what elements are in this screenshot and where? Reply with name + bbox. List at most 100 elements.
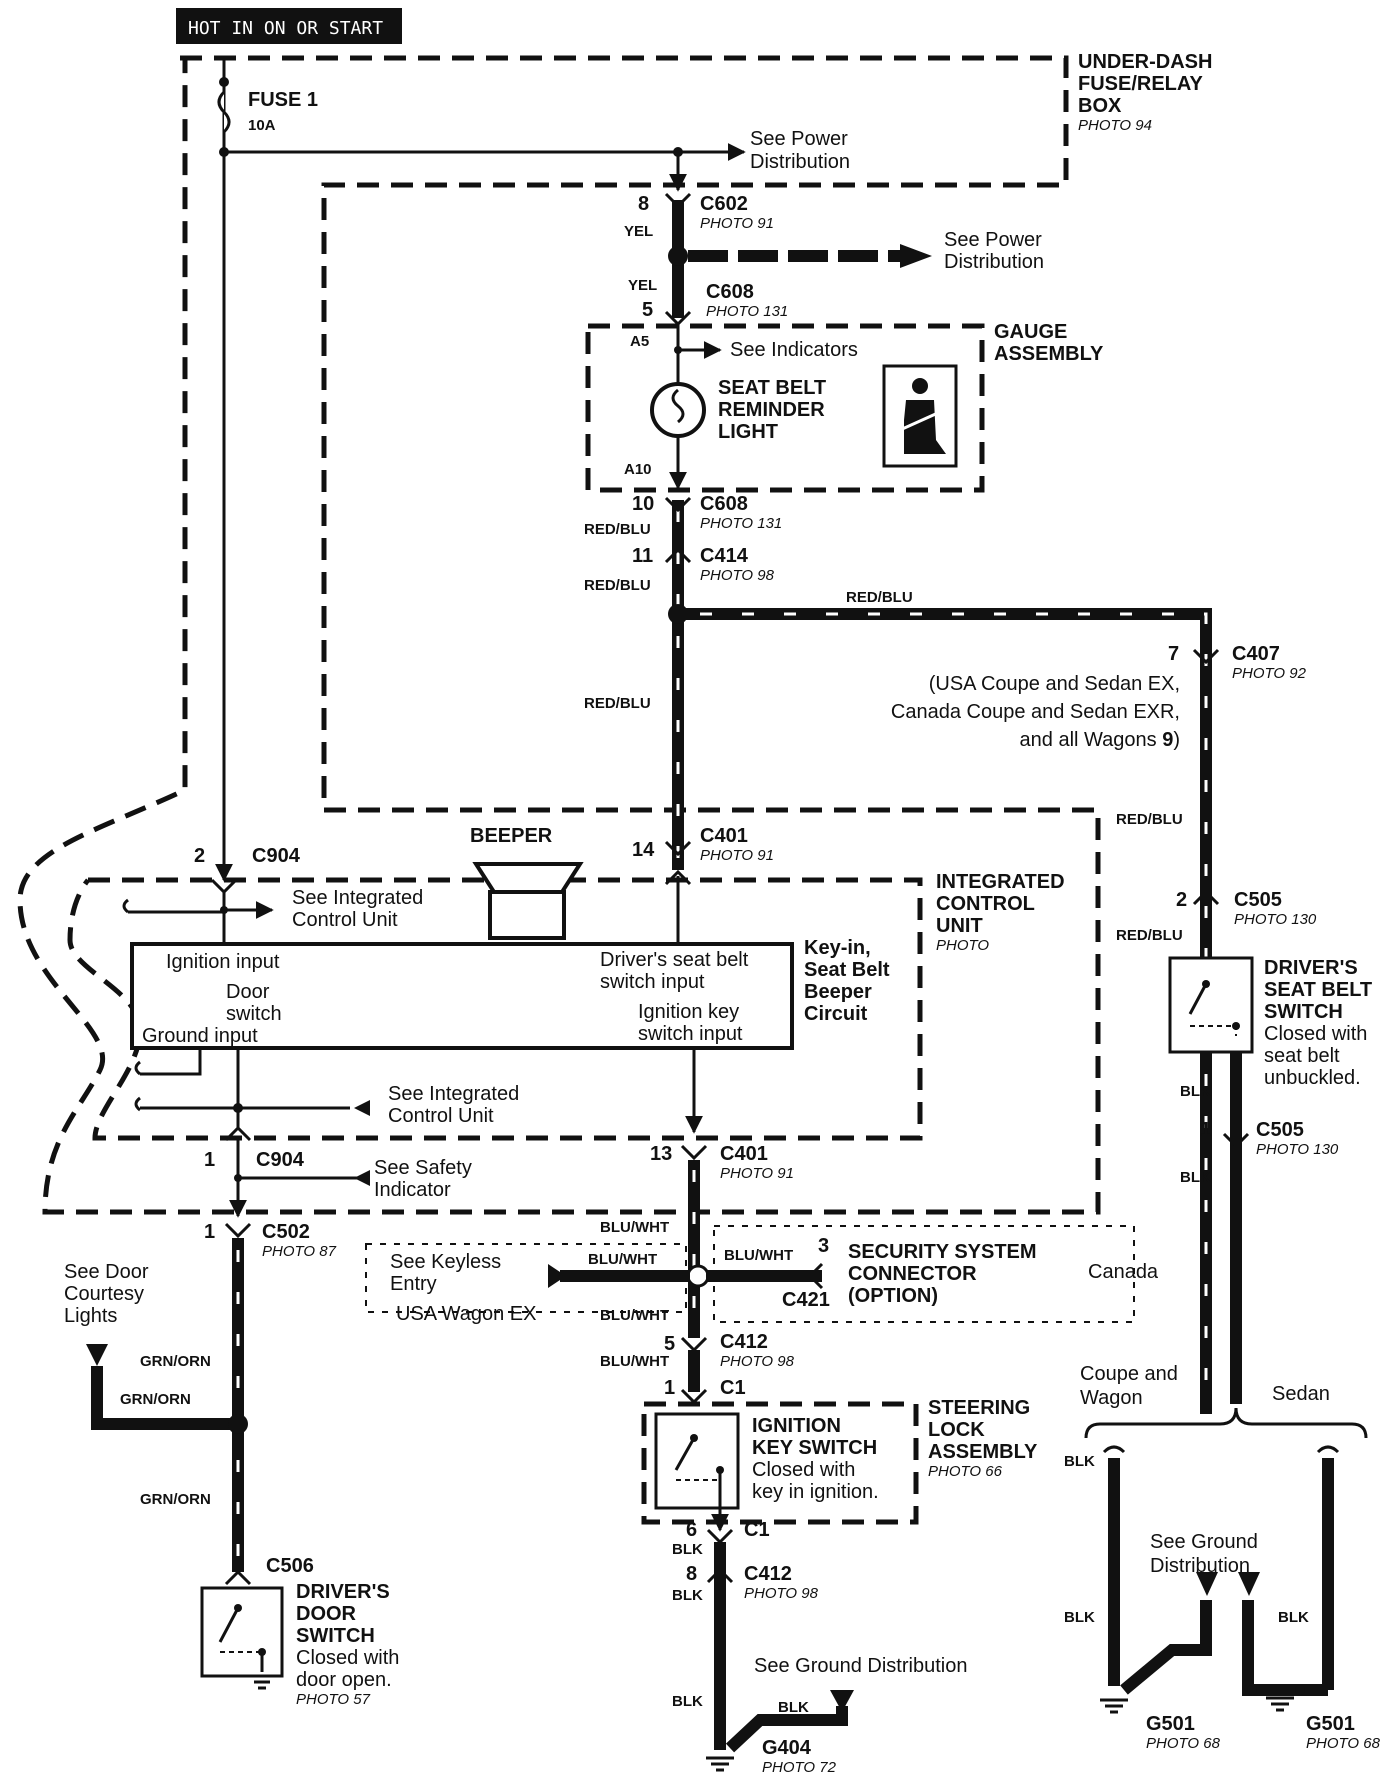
sedan-hook-icon [1316,1445,1340,1454]
yel-splice-node [668,246,688,266]
gauge-light-2: REMINDER [718,399,825,421]
c1b-connector-icon [706,1528,734,1545]
door-switch-d2: door open. [296,1669,392,1691]
fuse-box-title-3: BOX [1078,95,1122,117]
power-dist-3: See Power [944,229,1042,251]
grn-orn-splice-node [228,1414,248,1434]
icu-hook-3-icon [134,1096,141,1112]
c608a-wire: YEL [628,277,657,294]
g501b-ground-icon [1266,1696,1294,1712]
seat-switch-d2: seat belt [1264,1045,1340,1067]
c505b-pin: 1 [1200,1119,1211,1141]
coupe-hook-icon [1102,1445,1126,1454]
courtesy-wire [91,1366,238,1430]
door-switch-icon [200,1586,284,1690]
icu-photo: PHOTO [936,937,989,954]
steering-lock-outline [641,1401,919,1525]
door-courtesy-3: Lights [64,1305,117,1327]
red-blu-label-3: RED/BLU [1116,811,1183,828]
hot-label: HOT IN ON OR START [188,18,383,39]
c502-name: C502 [262,1221,310,1243]
c407-note-2: Canada Coupe and Sedan EXR, [891,701,1180,723]
c407-note-1: (USA Coupe and Sedan EX, [929,673,1180,695]
door-courtesy-1: See Door [64,1261,149,1283]
seat-switch-t1: DRIVER'S [1264,957,1358,979]
c502-connector-icon [224,1222,252,1239]
coupe-1: Coupe and [1080,1363,1178,1385]
gauge-pin-a5: A5 [630,333,649,350]
blu-wht-label-5: BLU/WHT [600,1353,669,1370]
c505b-photo: PHOTO 130 [1256,1141,1339,1158]
icu-see-2-arrow-icon [354,1100,370,1116]
blu-wht-label-2: BLU/WHT [588,1251,657,1268]
power-dist-4: Distribution [944,251,1044,273]
gauge-pin-a10: A10 [624,461,652,478]
icu-outline [67,877,923,1141]
c401a-arrow-icon [664,869,692,886]
fuse-box-photo: PHOTO 94 [1078,117,1152,134]
c412b-photo: PHOTO 98 [744,1585,819,1602]
ign-ground-link [725,1706,848,1753]
grn-orn-label-3: GRN/ORN [140,1491,211,1508]
gauge-light-1: SEAT BELT [718,377,826,399]
icu-key-2: switch input [638,1023,743,1045]
c1a-name: C1 [720,1377,746,1399]
icu-hook-1-icon [122,898,129,914]
seat-switch-d3: unbuckled. [1264,1067,1361,1089]
c1b-pin: 6 [686,1519,697,1541]
ground-dist2-2: Distribution [1150,1555,1250,1577]
seat-switch-t3: SWITCH [1264,1001,1343,1023]
c608b-connector-icon [664,496,692,513]
gauge-title-2: ASSEMBLY [994,343,1104,365]
gauge-see: See Indicators [730,339,858,361]
safety-arrow-icon [354,1170,370,1186]
c505a-pin: 2 [1176,889,1187,911]
fuse-name: FUSE 1 [248,89,318,111]
sedan-ground-node-2 [1295,1685,1305,1695]
icu-see-2b: Control Unit [388,1105,494,1127]
c506-name: C506 [266,1555,314,1577]
c608b-wire: RED/BLU [584,521,651,538]
ignition-d2: key in ignition. [752,1481,879,1503]
c505a-connector-icon [1192,889,1220,906]
door-courtesy-2: Courtesy [64,1283,144,1305]
icu-hook-2-wire [140,1048,202,1076]
icu-title-3: UNIT [936,915,983,937]
c407-pin: 7 [1168,643,1179,665]
icu-seat-1: Driver's seat belt [600,949,749,971]
keyless-3: USA Wagon EX [396,1303,536,1325]
c412b-connector-icon [706,1567,734,1584]
icu-circuit-3: Beeper [804,981,872,1003]
door-switch-photo: PHOTO 57 [296,1691,371,1708]
blk-label-8: BLK [672,1693,703,1710]
c904b-name: C904 [256,1149,305,1171]
red-blu-label-1: RED/BLU [846,589,913,606]
fuse-box-title-2: FUSE/RELAY [1078,73,1204,95]
c1b-name: C1 [744,1519,770,1541]
g404-name: G404 [762,1737,812,1759]
gauge-light-3: LIGHT [718,421,778,443]
c1a-pin: 1 [664,1377,675,1399]
c502-pin: 1 [204,1221,215,1243]
safety-1: See Safety [374,1157,472,1179]
power-dist-2: Distribution [750,151,850,173]
coupe-ground-link [1120,1600,1212,1695]
c412b-name: C412 [744,1563,792,1585]
c414-name: C414 [700,545,749,567]
blk-label-3: BLK [1064,1453,1095,1470]
c401a-photo: PHOTO 91 [700,847,774,864]
c407-connector-icon [1192,648,1220,665]
seat-belt-symbol-icon [882,364,958,468]
c1a-connector-icon [680,1388,708,1405]
c412a-photo: PHOTO 98 [720,1353,795,1370]
coupe-ground-arrow-icon [1196,1572,1218,1596]
c602-pin: 8 [638,193,649,215]
c608a-pin: 5 [642,299,653,321]
safety-2: Indicator [374,1179,451,1201]
seat-switch-d1: Closed with [1264,1023,1367,1045]
hot-header: HOT IN ON OR START [176,8,402,44]
door-switch-t1: DRIVER'S [296,1581,390,1603]
icu-see-1a: See Integrated [292,887,423,909]
blu-wht-label-4: BLU/WHT [600,1307,669,1324]
gauge-assembly-outline [585,323,985,493]
